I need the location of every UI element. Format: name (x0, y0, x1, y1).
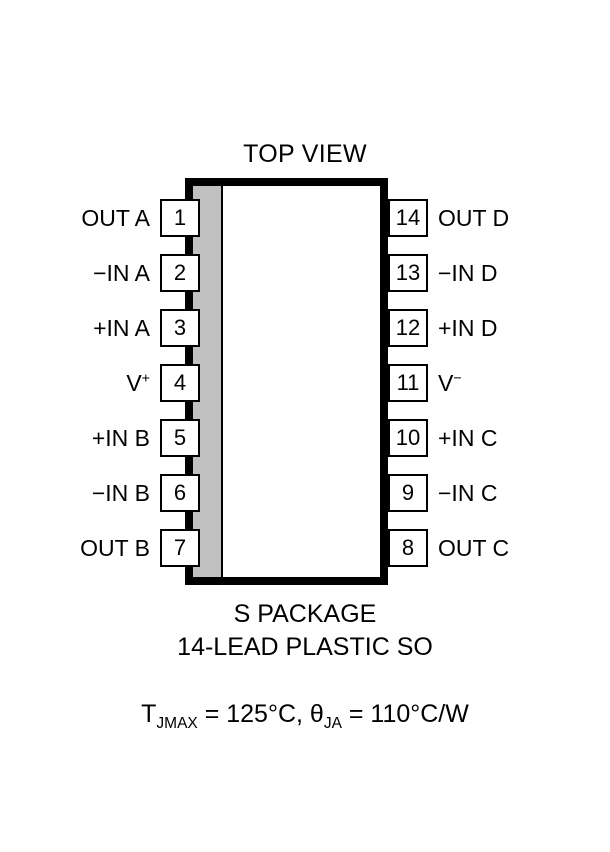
pin-row-14: 14 OUT D (388, 199, 610, 237)
tjmax-value: = 125°C, (197, 700, 310, 728)
pin-number-1: 1 (160, 199, 200, 237)
package-caption: S PACKAGE 14-LEAD PLASTIC SO (0, 598, 610, 664)
pin-label-1: OUT A (81, 205, 150, 232)
pin-label-10: +IN C (438, 425, 497, 452)
theta-ja-subscript: JA (323, 715, 342, 732)
pin-row-10: 10 +IN C (388, 419, 610, 457)
pin-label-text: +IN C (438, 424, 498, 451)
pin-label-text: OUT C (438, 534, 510, 561)
pin-label-13: −IN D (438, 260, 497, 287)
pin-number-5: 5 (160, 419, 200, 457)
pin-label-2: −IN A (93, 260, 150, 287)
theta-ja-value: = 110°C/W (341, 700, 469, 728)
package-name: S PACKAGE (233, 600, 377, 628)
theta-ja-symbol: θJA (309, 700, 342, 732)
pin-row-8: 8 OUT C (388, 529, 610, 567)
pin-number-2: 2 (160, 254, 200, 292)
pin-label-text: +IN D (438, 314, 498, 341)
pin-number-7: 7 (160, 529, 200, 567)
pin-number-4: 4 (160, 364, 200, 402)
thermal-specification: TJMAX = 125°C, θJA = 110°C/W (0, 700, 610, 732)
pin-row-4: V+4 (0, 364, 200, 402)
pin-label-text: −IN A (93, 259, 150, 286)
pin-row-11: 11 V− (388, 364, 610, 402)
pin-number-12: 12 (388, 309, 428, 347)
package-description: 14-LEAD PLASTIC SO (177, 633, 433, 661)
pin-label-text: V (438, 369, 454, 396)
pin-label-text: +IN B (91, 424, 150, 451)
pin-label-text: OUT A (81, 204, 150, 231)
pin-row-2: −IN A 2 (0, 254, 200, 292)
pin-label-12: +IN D (438, 315, 497, 342)
pin-label-text: +IN A (93, 314, 150, 341)
pin-label-text: OUT D (438, 204, 510, 231)
pin-number-3: 3 (160, 309, 200, 347)
pin-number-6: 6 (160, 474, 200, 512)
pin-label-superscript: + (141, 369, 150, 386)
pin-row-12: 12 +IN D (388, 309, 610, 347)
pin-label-text: −IN B (91, 479, 150, 506)
pin-label-6: −IN B (92, 480, 150, 507)
pin-row-13: 13 −IN D (388, 254, 610, 292)
pin-number-8: 8 (388, 529, 428, 567)
pin-number-13: 13 (388, 254, 428, 292)
top-view-title: TOP VIEW (243, 140, 367, 168)
pin-number-11: 11 (388, 364, 428, 402)
pin-row-1: OUT A 1 (0, 199, 200, 237)
pin-label-3: +IN A (93, 315, 150, 342)
pin-label-14: OUT D (438, 205, 509, 232)
pin-row-7: OUT B 7 (0, 529, 200, 567)
package-body-outline (185, 178, 388, 585)
pin-label-9: −IN C (438, 480, 497, 507)
pin-label-text: −IN C (438, 479, 498, 506)
pin-label-text: OUT B (80, 534, 150, 561)
tjmax-symbol: TJMAX (141, 700, 198, 732)
pin-label-7: OUT B (80, 535, 150, 562)
pin-row-3: +IN A 3 (0, 309, 200, 347)
pin-label-4: V+ (126, 370, 150, 397)
pin-row-5: +IN B 5 (0, 419, 200, 457)
pin-label-text: −IN D (438, 259, 498, 286)
pin-row-6: −IN B 6 (0, 474, 200, 512)
pin-number-10: 10 (388, 419, 428, 457)
pin-number-14: 14 (388, 199, 428, 237)
pin-row-9: 9 −IN C (388, 474, 610, 512)
pin-label-8: OUT C (438, 535, 509, 562)
pin-label-text: V (126, 369, 142, 396)
pin-number-9: 9 (388, 474, 428, 512)
pin-label-5: +IN B (92, 425, 150, 452)
pin-label-superscript: − (453, 369, 462, 386)
pin-label-11: V− (438, 370, 462, 397)
tjmax-subscript: JMAX (156, 715, 198, 732)
